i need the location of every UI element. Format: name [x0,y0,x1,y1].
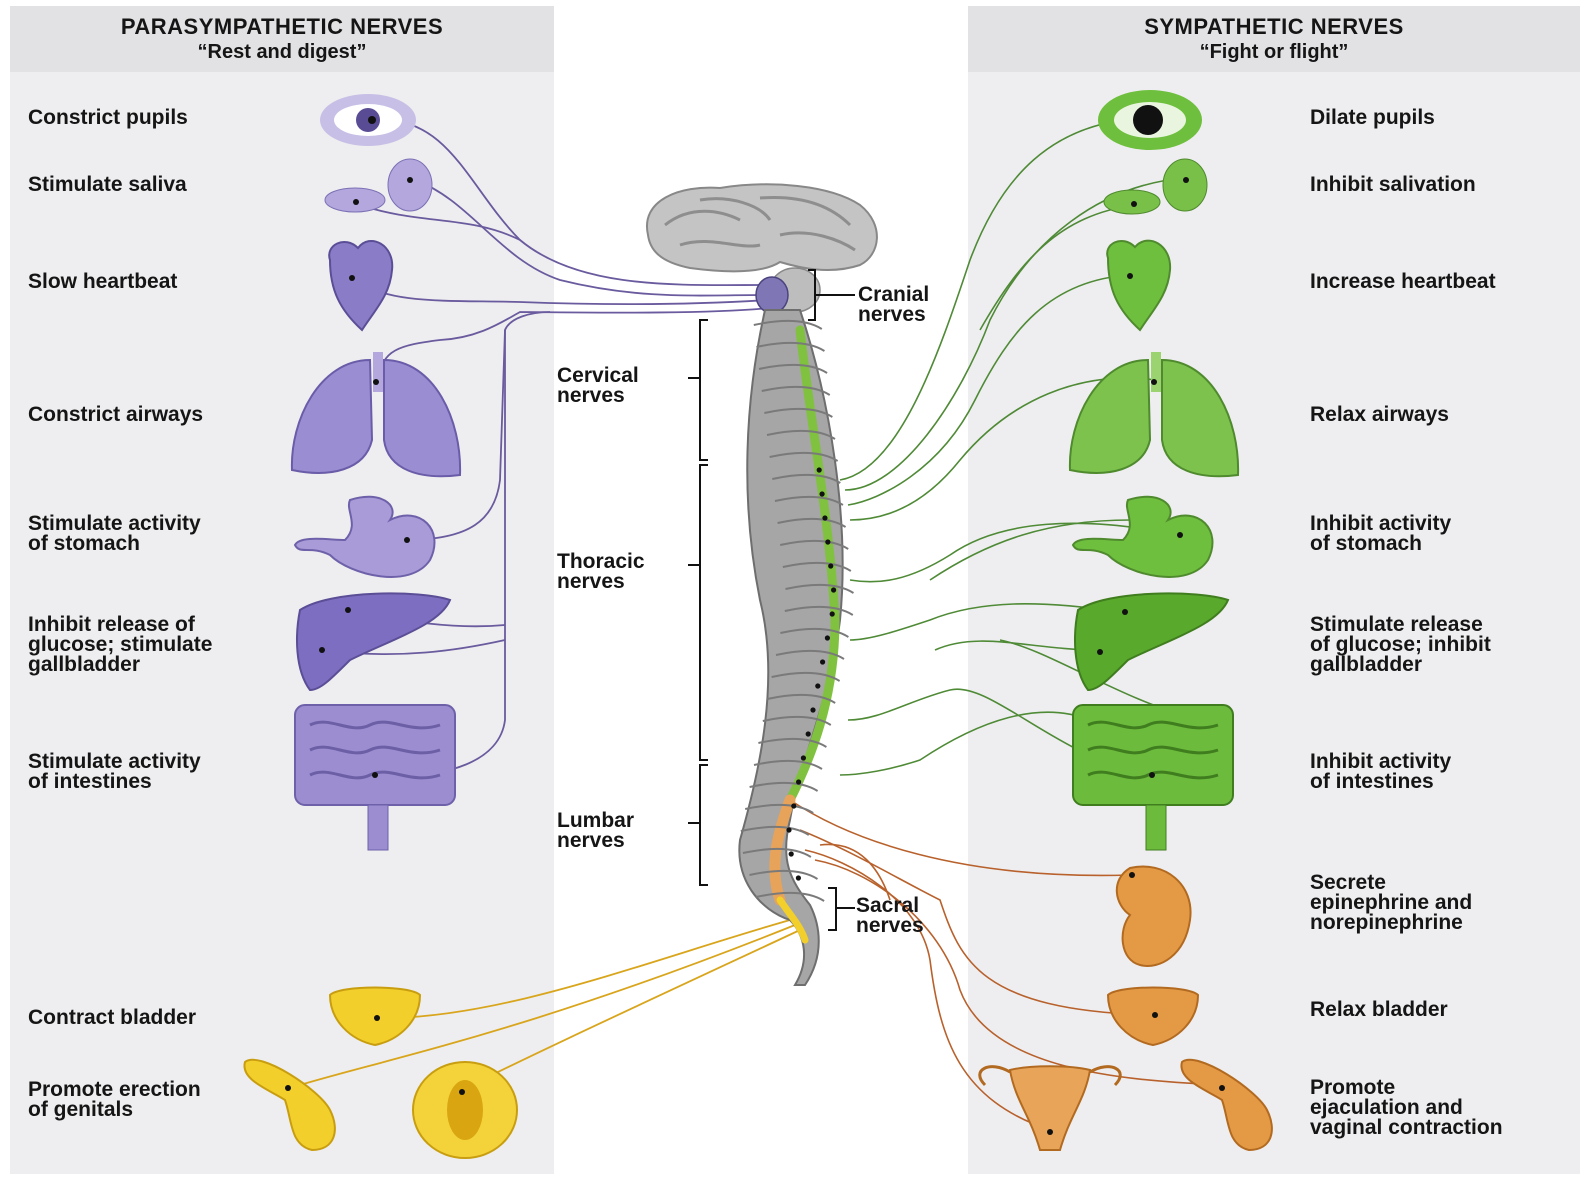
ganglion-dot [786,827,791,832]
ganglion-dot [819,491,824,496]
stomach-right [1073,497,1212,577]
bladder-left [330,988,420,1046]
heart-left [329,241,392,330]
heart-right [1107,241,1170,330]
ganglion-dot [831,587,836,592]
lumbar-bracket [688,765,708,885]
ganglion-dot [820,659,825,664]
ganglion-dot [825,635,830,640]
symp-effect-ejaculation: Promote ejaculation and vaginal contract… [1310,1078,1503,1138]
symp-effect-bladder: Relax bladder [1310,1000,1448,1020]
symp-effect-glucose: Stimulate release of glucose; inhibit ga… [1310,615,1491,675]
para-effect-intestines: Stimulate activity of intestines [28,752,201,792]
para-effect-bladder: Contract bladder [28,1008,196,1028]
salivary-glands-right [1104,159,1207,214]
sacral-nerves-label: Sacral nerves [856,896,924,936]
adrenal-kidney-right [1117,867,1191,966]
lumbar-nerves-label: Lumbar nerves [557,811,634,851]
lungs-right [1070,352,1238,476]
ganglion-dot [828,563,833,568]
ganglion-dot [806,731,811,736]
brain [647,184,877,313]
para-effect-glucose: Inhibit release of glucose; stimulate ga… [28,615,212,675]
thoracic-nerves-label: Thoracic nerves [557,552,645,592]
cranial-nerves-label: Cranial nerves [858,285,929,325]
symp-effect-pupils: Dilate pupils [1310,108,1435,128]
para-effect-genitals: Promote erection of genitals [28,1080,201,1120]
symp-effect-intestines: Inhibit activity of intestines [1310,752,1451,792]
ganglion-dot [796,779,801,784]
female-genitals-left [413,1062,517,1158]
cervical-bracket [688,320,708,460]
symp-effect-stomach: Inhibit activity of stomach [1310,514,1451,554]
parasympathetic-organs [292,94,460,850]
para-effect-airways: Constrict airways [28,405,203,425]
cranial-bracket [808,270,855,320]
ganglion-dot [822,515,827,520]
symp-effect-salivation: Inhibit salivation [1310,175,1476,195]
lungs-left [292,352,460,476]
bladder-right [1108,988,1198,1046]
symp-effect-epinephrine: Secrete epinephrine and norepinephrine [1310,873,1472,933]
symp-effect-airways: Relax airways [1310,405,1449,425]
intestines-left [295,705,455,850]
ganglion-dot [810,707,815,712]
spinal-column [739,310,853,985]
uterus-right [980,1066,1120,1150]
ganglion-dot [796,875,801,880]
eye-organ-left [320,94,416,146]
liver-left [297,593,450,690]
sacral-parasympathetic-organs [244,988,517,1159]
ganglion-dot [817,467,822,472]
para-effect-saliva: Stimulate saliva [28,175,187,195]
para-effect-heartbeat: Slow heartbeat [28,272,177,292]
salivary-glands-left [325,159,432,212]
male-genitals-left [244,1060,334,1150]
sympathetic-organs [1070,90,1238,850]
ganglion-dot [791,803,796,808]
para-effect-stomach: Stimulate activity of stomach [28,514,201,554]
male-genitals-right [1181,1060,1271,1150]
cervical-nerves-label: Cervical nerves [557,366,639,406]
ganglion-dot [830,611,835,616]
ganglion-dot [825,539,830,544]
ganglion-dot [801,755,806,760]
symp-effect-heartbeat: Increase heartbeat [1310,272,1496,292]
eye-organ-right [1098,90,1202,150]
sympathetic-lumbar-organs [980,867,1272,1150]
intestines-right [1073,705,1233,850]
liver-right [1075,593,1228,690]
sacral-bracket [828,888,855,930]
para-effect-pupils: Constrict pupils [28,108,188,128]
ganglion-dot [789,851,794,856]
thoracic-bracket [688,465,708,760]
stomach-left [295,497,434,577]
ganglion-dot [815,683,820,688]
